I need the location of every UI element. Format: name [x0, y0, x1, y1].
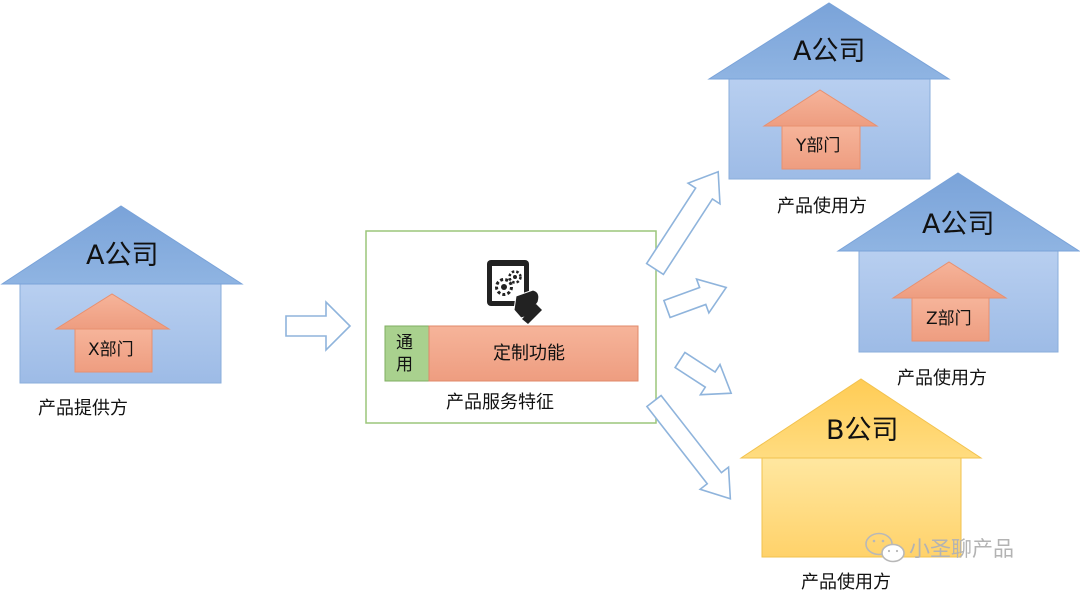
- user-y-dept-label: Y部门: [796, 136, 841, 156]
- user-z-caption: 产品使用方: [897, 368, 987, 389]
- arrow-to-b-company-short: [673, 351, 733, 396]
- user-house-b-body: [761, 457, 962, 558]
- general-label: 通 用: [396, 333, 413, 375]
- arrow-to-z-dept: [662, 277, 728, 319]
- user-y-caption: 产品使用方: [777, 196, 867, 217]
- user-house-a-y: [707, 2, 951, 180]
- service-caption: 产品服务特征: [446, 392, 554, 413]
- tablet-gear-hand-icon: [487, 260, 542, 324]
- user-b-caption: 产品使用方: [801, 572, 891, 593]
- user-house-a-z-roof: [836, 172, 1080, 252]
- provider-dept-body: [74, 328, 153, 373]
- user-z-dept-label: Z部门: [926, 309, 972, 329]
- user-house-a-y-roof: [707, 2, 951, 80]
- user-y-company-label: A公司: [793, 36, 866, 67]
- user-z-company-label: A公司: [922, 209, 995, 240]
- arrow-to-y-dept: [645, 170, 721, 276]
- wechat-icon: [865, 532, 905, 563]
- user-dept-z-body: [911, 297, 990, 342]
- user-dept-y-body: [781, 125, 861, 170]
- custom-block: [428, 325, 639, 382]
- arrow-to-service: [285, 300, 352, 352]
- provider-dept-label: X部门: [88, 340, 134, 360]
- custom-label: 定制功能: [493, 343, 565, 364]
- arrow-to-b-company-long: [645, 394, 732, 500]
- provider-house-roof: [0, 205, 244, 285]
- provider-house: [0, 205, 244, 384]
- user-b-company-label: B公司: [826, 415, 899, 446]
- user-house-a-z: [836, 172, 1080, 353]
- provider-caption: 产品提供方: [38, 398, 128, 419]
- user-house-b-roof: [739, 378, 983, 459]
- general-block: [384, 325, 430, 382]
- user-house-b: [739, 378, 983, 558]
- provider-company-label: A公司: [86, 240, 159, 271]
- watermark-text: 小圣聊产品: [909, 537, 1014, 561]
